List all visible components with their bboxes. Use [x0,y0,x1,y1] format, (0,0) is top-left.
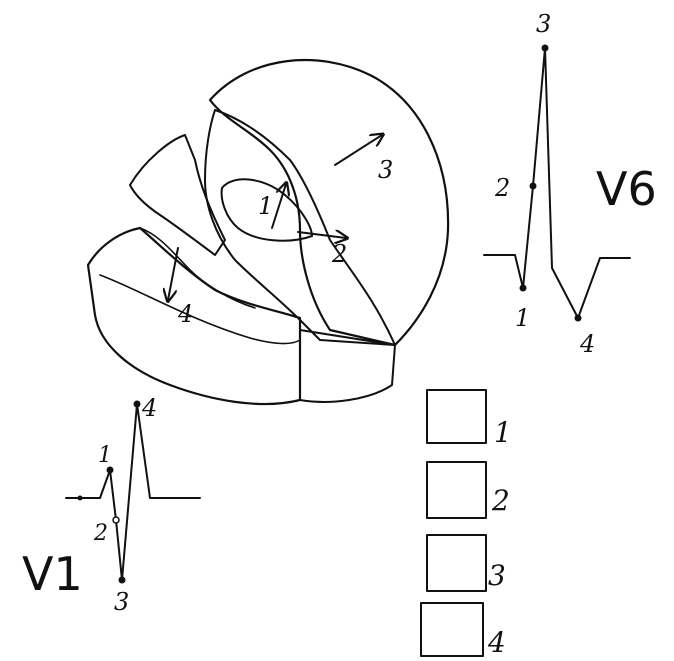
ecg-v6-point-2 [529,182,537,190]
vector-3-label: 3 [378,156,393,184]
rv-inner-edge [99,274,301,345]
ecg-v6-lead-label: V6 [596,162,657,216]
rv-wall-lower [86,226,302,406]
ecg-v1-point-1 [106,466,114,474]
rv-inner-fold [139,227,256,309]
vector-4-label: 4 [177,300,193,328]
legend-swatch-crosses [426,461,487,519]
vector-1-arrow [271,184,286,229]
ecg-v1-point-3 [118,576,126,584]
vector-4-arrow [168,247,179,300]
ecg-v1-label-3: 3 [114,588,129,616]
ecg-v6-label-4: 4 [579,330,595,358]
ecg-v1-label-4: 4 [141,394,157,422]
legend-swatch-fine-dots [420,602,484,657]
ecg-v6-label-3: 3 [536,10,551,38]
vector-1-label: 1 [258,192,273,220]
legend-label-2: 2 [491,484,510,517]
vector-2-label: 2 [331,240,347,268]
legend-swatch-hatched [426,389,487,444]
ecg-v6: 1 2 3 4 V6 [483,10,657,358]
ecg-v1-point-4 [133,400,141,408]
ecg-v1-label-2: 2 [93,521,108,546]
legend-label-3: 3 [488,559,506,592]
ecg-v6-label-1: 1 [515,304,530,332]
ecg-v6-point-3 [541,44,549,52]
ecg-v1-label-1: 1 [98,443,112,468]
legend-label-1: 1 [494,416,512,449]
vector-2-arrow [297,232,346,238]
ecg-v1: 1 2 3 4 V1 [22,394,201,616]
ecg-v6-point-4 [574,314,582,322]
lv-base-slab [299,329,396,403]
ecg-v6-label-2: 2 [494,174,510,202]
ecg-v1-point-2 [112,516,120,524]
ecg-v1-point-0 [77,495,83,501]
lv-outer-wall [208,59,450,347]
legend: 1 2 3 4 [420,389,512,659]
legend-swatch-large-dots [426,534,487,592]
ecg-v1-trace [65,403,201,581]
vector-3-arrow [334,135,382,166]
rv-wall-upper [129,134,226,256]
ecg-v1-lead-label: V1 [22,547,83,601]
legend-label-4: 4 [487,626,506,659]
ecg-v6-point-1 [519,284,527,292]
endocardium-zone [220,178,313,242]
heart-illustration: 1 2 3 4 [86,59,450,406]
